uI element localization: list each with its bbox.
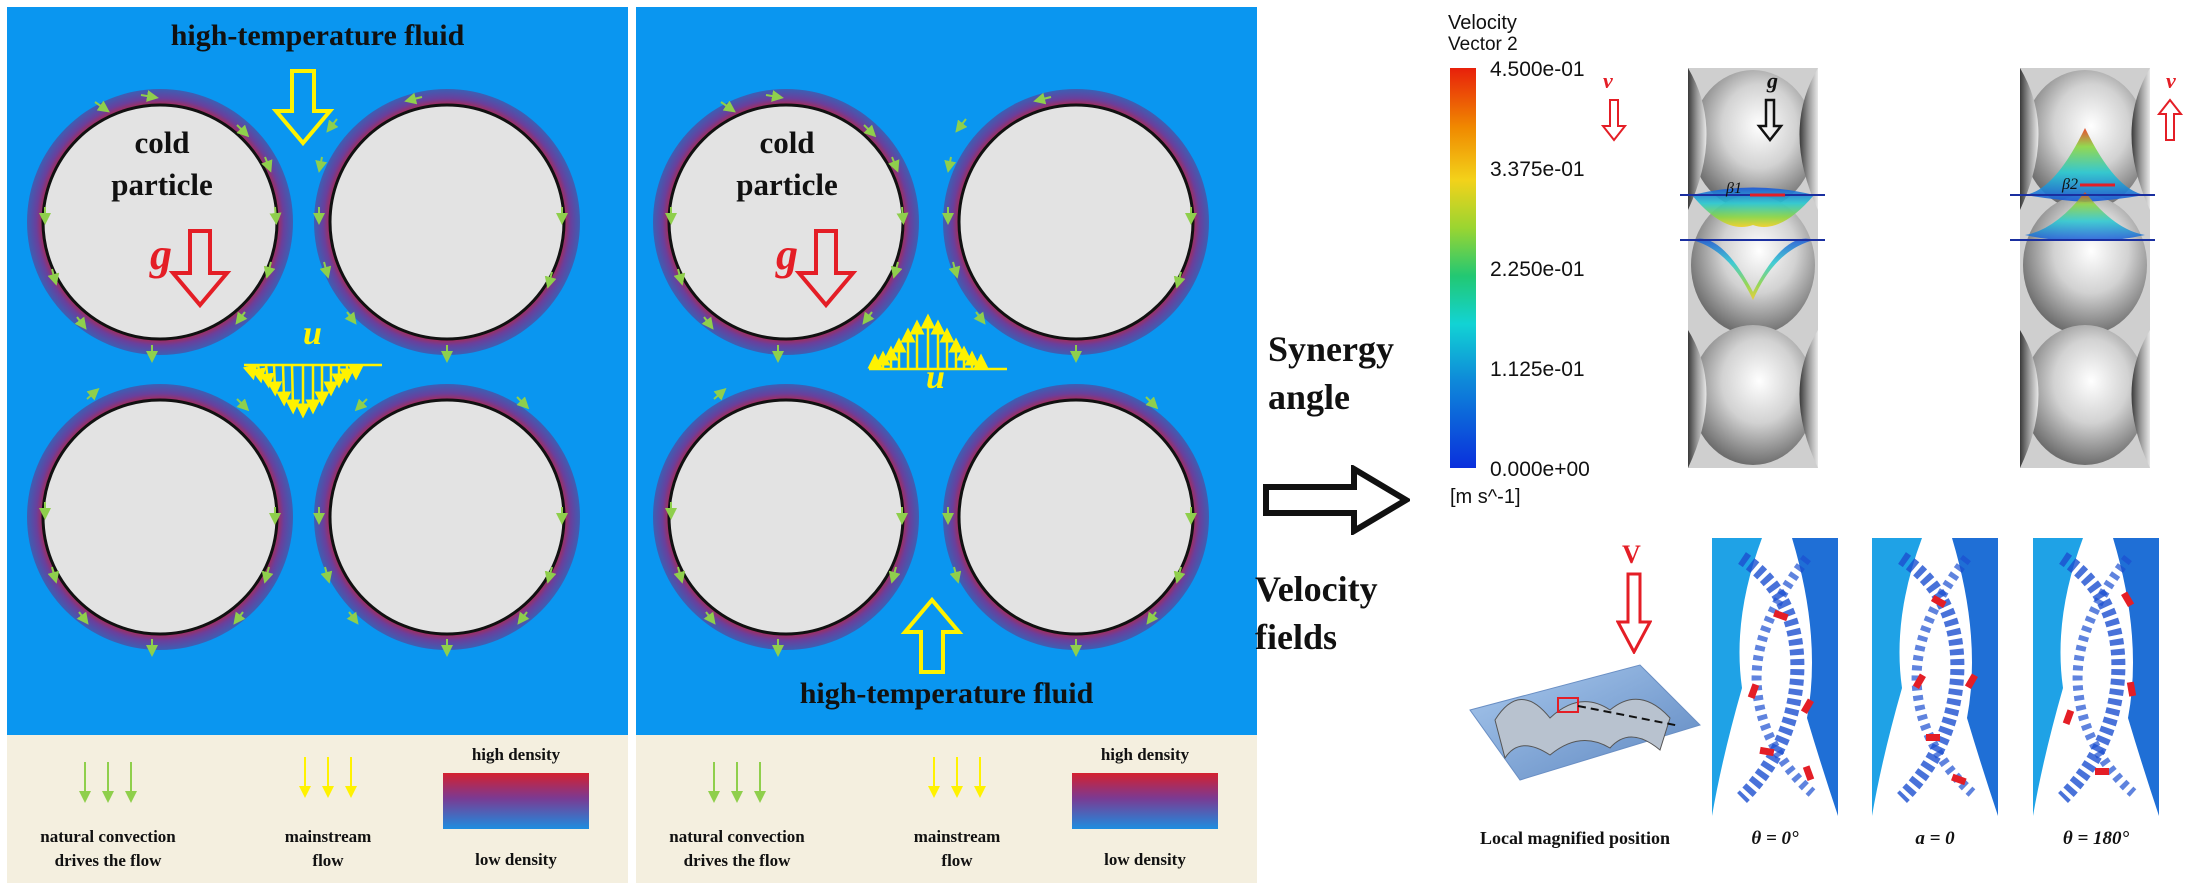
panel-right: high-temperature fluid cold particle g u…: [636, 7, 1257, 883]
panel-right-diagram: [636, 7, 1257, 883]
synergy-v-label-right: v: [2166, 68, 2176, 93]
velocity-profile-up: [867, 313, 1007, 371]
mainstream-arrow-up: [900, 596, 964, 674]
mainstream-arrow-down: [271, 69, 335, 147]
particle-top-right: [943, 89, 1209, 355]
synergy-angle-label: Synergy angle: [1268, 329, 1394, 417]
synergy-figure-right: [2010, 68, 2184, 468]
legend-mainstream-label: mainstream flow: [913, 827, 1001, 870]
vector-field-panel-1: [1712, 538, 1838, 816]
synergy-g-label: g: [1767, 68, 1778, 93]
colorbar-tick-0: 4.500e-01: [1490, 58, 1585, 81]
convection-arrows: [665, 90, 1197, 657]
gravity-label: g: [776, 230, 798, 279]
vector-field-caption-3: θ = 180°: [2062, 828, 2130, 849]
synergy-figures: [1600, 68, 2184, 468]
vector-field-caption-2: a = 0: [1915, 828, 1955, 849]
particle-bottom-left: [27, 384, 293, 650]
particle-bottom-right: [943, 384, 1209, 650]
cold-particle-label: cold particle: [736, 125, 838, 202]
colorbar-tick-4: 0.000e+00: [1490, 458, 1590, 481]
panel-left: high-temperature fluid cold particle g u…: [7, 7, 628, 883]
density-gradient-bar: [443, 773, 589, 829]
colorbar-tick-2: 2.250e-01: [1490, 258, 1585, 281]
legend-convection-arrows: [79, 762, 137, 803]
gravity-label: g: [150, 230, 172, 279]
colorbar-unit: [m s^-1]: [1450, 486, 1521, 508]
local-magnified-thumbnail: [1469, 664, 1701, 781]
convection-arrows: [39, 90, 568, 657]
legend-convection-label: natural convection drives the flow: [669, 827, 805, 870]
legend-mainstream-label: mainstream flow: [284, 827, 372, 870]
legend-low-density: low density: [475, 850, 557, 869]
panel-right-title: high-temperature fluid: [799, 677, 1094, 710]
velocity-field-v-label: V: [1622, 540, 1641, 569]
cold-particle-label: cold particle: [111, 125, 213, 202]
gravity-arrow: [168, 229, 232, 309]
velocity-field-v-arrow: [1616, 572, 1652, 654]
legend-convection-arrows: [708, 762, 766, 803]
beta1-label: β1: [1726, 180, 1742, 197]
velocity-label: u: [926, 359, 945, 396]
colorbar-gradient: [1450, 68, 1476, 468]
colorbar-title: Velocity: [1448, 12, 1517, 34]
gravity-arrow: [794, 229, 858, 309]
legend-high-density: high density: [1100, 745, 1190, 764]
beta2-label: β2: [2062, 176, 2078, 193]
particle-bottom-right: [314, 384, 580, 650]
legend-mainstream-arrows: [299, 757, 357, 798]
vector-field-caption-1: θ = 0°: [1751, 828, 1799, 849]
density-gradient-bar: [1072, 773, 1218, 829]
colorbar-tick-3: 1.125e-01: [1490, 358, 1585, 381]
particle-top-right: [314, 89, 580, 355]
legend-mainstream-arrows: [928, 757, 986, 798]
colorbar-tick-1: 3.375e-01: [1490, 158, 1585, 181]
synergy-v-label-left: v: [1603, 68, 1613, 93]
legend-high-density: high density: [471, 745, 561, 764]
velocity-profile-down: [242, 363, 382, 419]
local-magnified-label: Local magnified position: [1479, 828, 1671, 848]
colorbar-subtitle: Vector 2: [1448, 34, 1518, 55]
panel-left-title: high-temperature fluid: [170, 19, 465, 52]
particle-bottom-left: [653, 384, 919, 650]
velocity-fields-label: Velocity fields: [1255, 569, 1378, 657]
synergy-figure-left: [1600, 68, 1825, 468]
panel-left-diagram: [7, 7, 628, 883]
vector-field-panel-2: [1872, 538, 1998, 816]
big-right-arrow: [1263, 465, 1410, 535]
legend-convection-label: natural convection drives the flow: [40, 827, 176, 870]
velocity-label: u: [303, 315, 322, 352]
legend-low-density: low density: [1104, 850, 1186, 869]
vector-field-panel-3: [2033, 538, 2159, 816]
